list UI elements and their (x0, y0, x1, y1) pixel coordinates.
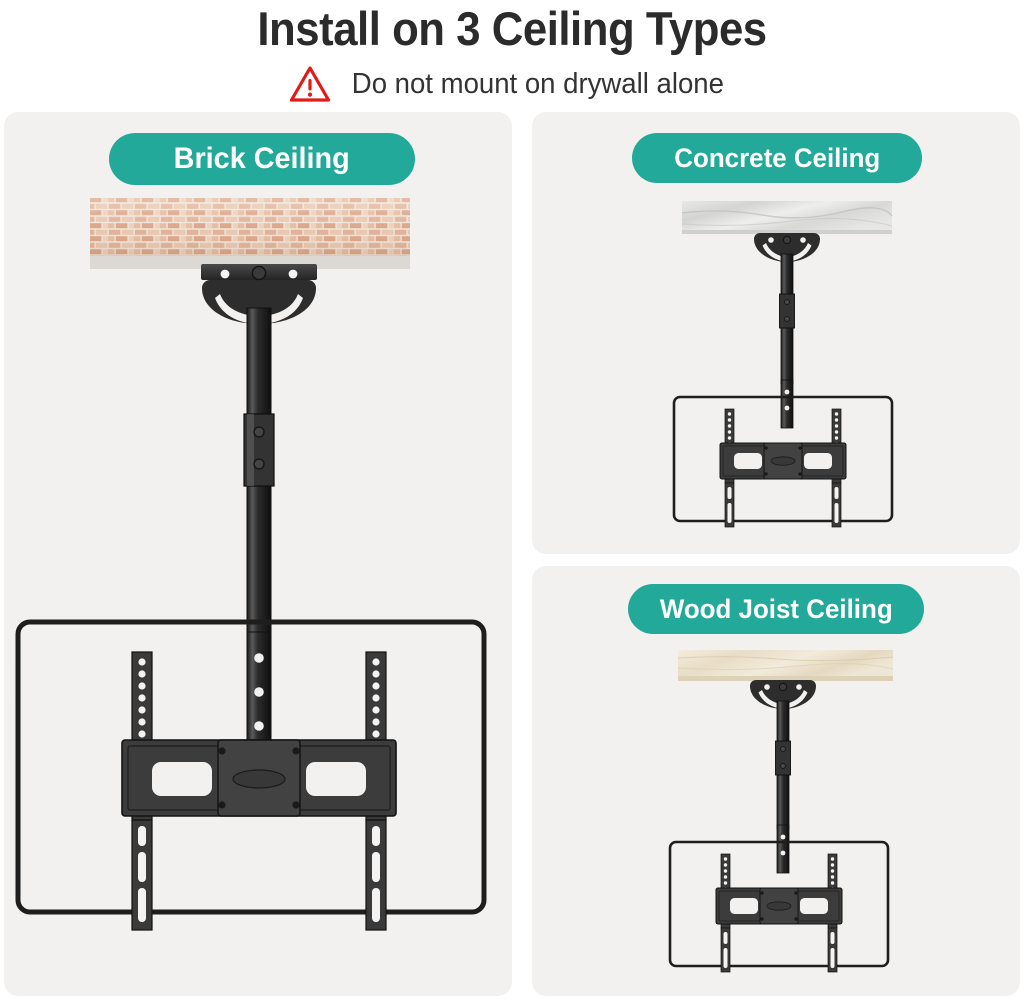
label-concrete-ceiling-text: Concrete Ceiling (674, 142, 880, 173)
wood-illustration (532, 566, 1020, 996)
panel-concrete-ceiling (532, 112, 1020, 554)
telescoping-pole-concrete (779, 253, 795, 429)
pole-adjustment-collar-brick (243, 413, 275, 487)
tv-outline-wood (668, 840, 890, 968)
brick-illustration (4, 112, 512, 996)
page-title: Install on 3 Ceiling Types (257, 2, 767, 55)
bracket-crossbar (719, 442, 847, 480)
concrete-ceiling-slab (681, 201, 893, 234)
tv-bracket-concrete (719, 408, 847, 528)
bracket-crossbar (121, 739, 397, 817)
telescoping-pole-wood (775, 700, 791, 874)
label-brick-ceiling: Brick Ceiling (109, 133, 415, 185)
warning-row: Do not mount on drywall alone (0, 66, 1024, 102)
label-concrete-ceiling: Concrete Ceiling (632, 133, 922, 183)
warning-triangle-icon (290, 66, 331, 102)
brick-ceiling-slab (90, 198, 410, 269)
label-brick-ceiling-text: Brick Ceiling (173, 142, 351, 175)
wood-ceiling-slab (677, 650, 894, 681)
pole-adjustment-collar-concrete (779, 293, 795, 329)
label-wood-joist-ceiling: Wood Joist Ceiling (628, 584, 924, 634)
telescoping-pole-brick (243, 307, 275, 753)
header: Install on 3 Ceiling Types Do not mount … (0, 0, 1024, 112)
bracket-crossbar (715, 887, 843, 925)
label-wood-joist-ceiling-text: Wood Joist Ceiling (659, 593, 893, 624)
tv-outline-concrete (672, 395, 894, 523)
tv-bracket-wood (715, 853, 843, 973)
pole-adjustment-collar-wood (775, 740, 791, 776)
tv-bracket-brick (121, 651, 397, 931)
tv-outline-brick (15, 619, 487, 915)
concrete-illustration (532, 112, 1020, 554)
page-subtitle: Do not mount on drywall alone (351, 68, 725, 100)
ceiling-plate-brick (201, 264, 317, 324)
